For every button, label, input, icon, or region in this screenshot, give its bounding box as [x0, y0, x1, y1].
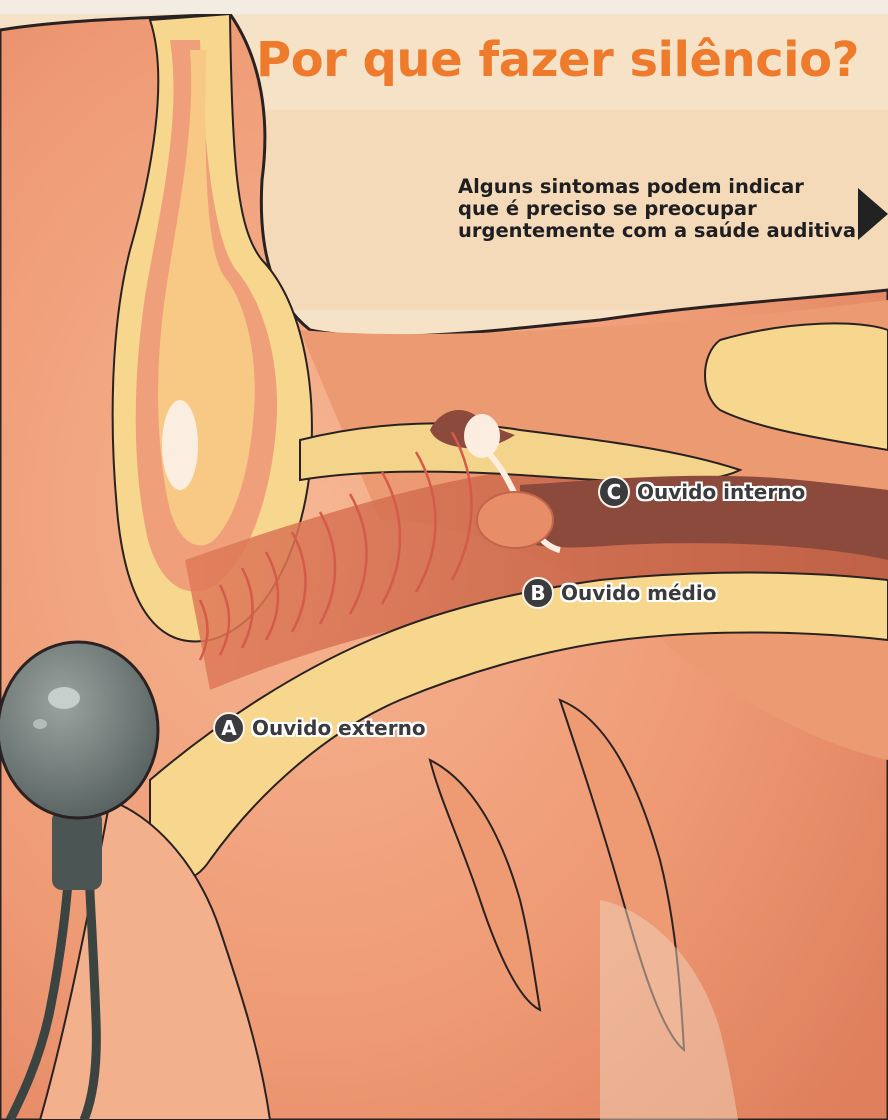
top-margin — [0, 0, 888, 14]
arrow-right-icon — [858, 188, 888, 240]
label-ouvido-interno: C Ouvido interno — [598, 476, 805, 508]
page-title: Por que fazer silêncio? — [256, 36, 859, 84]
badge-a: A — [213, 712, 245, 744]
badge-b: B — [522, 577, 554, 609]
label-text: Ouvido externo — [252, 716, 426, 740]
badge-c: C — [598, 476, 630, 508]
label-text: Ouvido interno — [637, 480, 805, 504]
intro-text: Alguns sintomas podem indicar que é prec… — [458, 176, 858, 242]
intro-line: que é preciso se preocupar — [458, 198, 858, 220]
label-ouvido-externo: A Ouvido externo — [213, 712, 426, 744]
label-ouvido-medio: B Ouvido médio — [522, 577, 716, 609]
intro-line: urgentemente com a saúde auditiva — [458, 220, 858, 242]
label-text: Ouvido médio — [561, 581, 716, 605]
intro-line: Alguns sintomas podem indicar — [458, 176, 858, 198]
